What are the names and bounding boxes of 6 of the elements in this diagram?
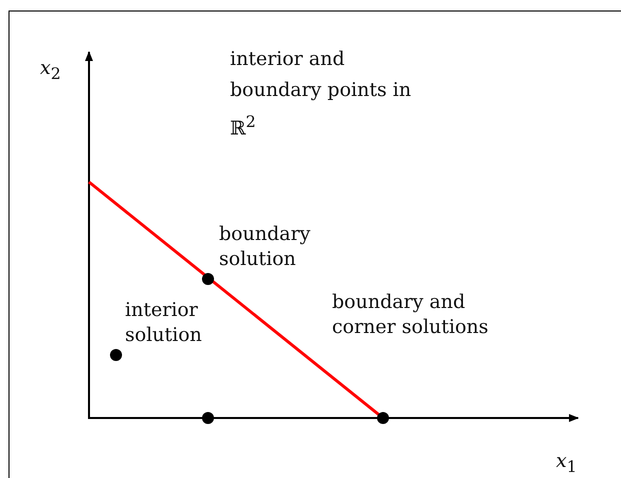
- point-label: boundary and corner solutions: [332, 290, 490, 340]
- axis-label: x$_{2}$: [40, 56, 61, 85]
- annotation-text: interior and boundary points in ℝ$^{2}$: [230, 47, 412, 142]
- point-label: boundary solution: [219, 222, 312, 272]
- axis-label: x$_{1}$: [556, 449, 577, 478]
- point-label: interior solution: [125, 298, 203, 348]
